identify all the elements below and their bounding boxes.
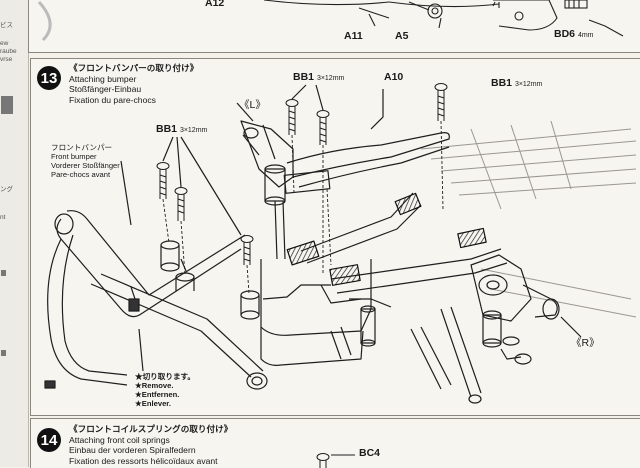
margin-dot-2	[1, 350, 6, 356]
bd6-code: BD6	[554, 28, 576, 40]
margin-text-1: ビス	[0, 22, 13, 29]
bd6-size: 4mm	[577, 32, 594, 39]
step-13-title-de: Stoßfänger-Einbau	[69, 84, 142, 94]
step-14-panel: 14 《フロントコイルスプリングの取り付け》 Attaching front c…	[30, 418, 640, 468]
part-label-a12: A12	[205, 0, 225, 9]
step-13-panel: 13 《フロントバンパーの取り付け》 Attaching bumper Stoß…	[30, 58, 640, 416]
part-label-bc4: BC4	[359, 447, 381, 459]
screw-code: BB1	[156, 123, 178, 135]
front-bumper-en: Front bumper	[51, 152, 97, 161]
step-13-number: 13	[37, 66, 61, 90]
remove-note: ★切り取ります。 ★Remove. ★Entfernen. ★Enlever.	[135, 372, 195, 408]
adjacent-page-margin: ビス ew raube vrse ング nt	[0, 0, 29, 467]
screw-size: 3×12mm	[316, 75, 345, 82]
margin-text-3: raube	[0, 48, 17, 55]
remove-note-jp: ★切り取ります。	[135, 372, 195, 381]
margin-text-4: vrse	[0, 56, 13, 63]
front-bumper-fr: Pare-chocs avant	[51, 170, 111, 179]
step-13-titles: 《フロントバンパーの取り付け》 Attaching bumper Stoßfän…	[69, 63, 198, 105]
screw-size: 3×12mm	[514, 81, 543, 88]
bumper-assembly-drawing	[44, 83, 637, 404]
front-bumper-de: Vorderer Stoßfänger	[51, 161, 120, 170]
front-bumper-label: フロントバンパー Front bumper Vorderer Stoßfänge…	[51, 143, 120, 179]
right-side-mark: 《R》	[571, 337, 600, 349]
step-14-titles: 《フロントコイルスプリングの取り付け》 Attaching front coil…	[69, 424, 232, 466]
step-14-title-de: Einbau der vorderen Spiralfedern	[69, 445, 196, 455]
margin-text-5: ング	[0, 186, 13, 193]
margin-text-2: ew	[0, 40, 9, 47]
part-label-a10: A10	[384, 71, 404, 83]
screw-label-bb1-right: BB1 3×12mm	[491, 77, 542, 89]
step-13-title-jp: 《フロントバンパーの取り付け》	[69, 63, 199, 73]
remove-note-en: ★Remove.	[135, 381, 174, 390]
step-14-drawing	[316, 453, 355, 468]
step-13-title-fr: Fixation du pare-chocs	[69, 94, 156, 105]
remove-note-fr: ★Enlever.	[135, 399, 171, 408]
margin-text-6: nt	[0, 214, 6, 221]
screw-size: 3×12mm	[179, 127, 208, 134]
step-14-title-fr: Fixation des ressorts hélicoïdaux avant	[69, 455, 218, 466]
screw-label-bb1-left: BB1 3×12mm	[156, 123, 207, 135]
left-side-mark: 《L》	[239, 99, 266, 111]
margin-dot-1	[1, 270, 6, 276]
step-14-title-en: Attaching front coil springs	[69, 434, 170, 445]
front-bumper-jp: フロントバンパー	[51, 143, 113, 152]
margin-mark	[1, 96, 13, 114]
screw-code: BB1	[491, 77, 513, 89]
remove-note-de: ★Entfernen.	[135, 390, 180, 399]
part-label-a5: A5	[395, 30, 409, 42]
previous-step-drawing	[37, 0, 624, 42]
previous-step-panel: A12 A11 A5 BD6 4mm	[28, 0, 640, 53]
step-13-title-en: Attaching bumper	[69, 73, 137, 84]
step-14-title-jp: 《フロントコイルスプリングの取り付け》	[69, 424, 233, 434]
screw-label-bb1-top: BB1 3×12mm	[293, 71, 344, 83]
part-label-bd6: BD6 4mm	[554, 28, 594, 40]
part-label-a11: A11	[344, 30, 363, 42]
step-14-number: 14	[37, 428, 61, 452]
screw-code: BB1	[293, 71, 315, 83]
